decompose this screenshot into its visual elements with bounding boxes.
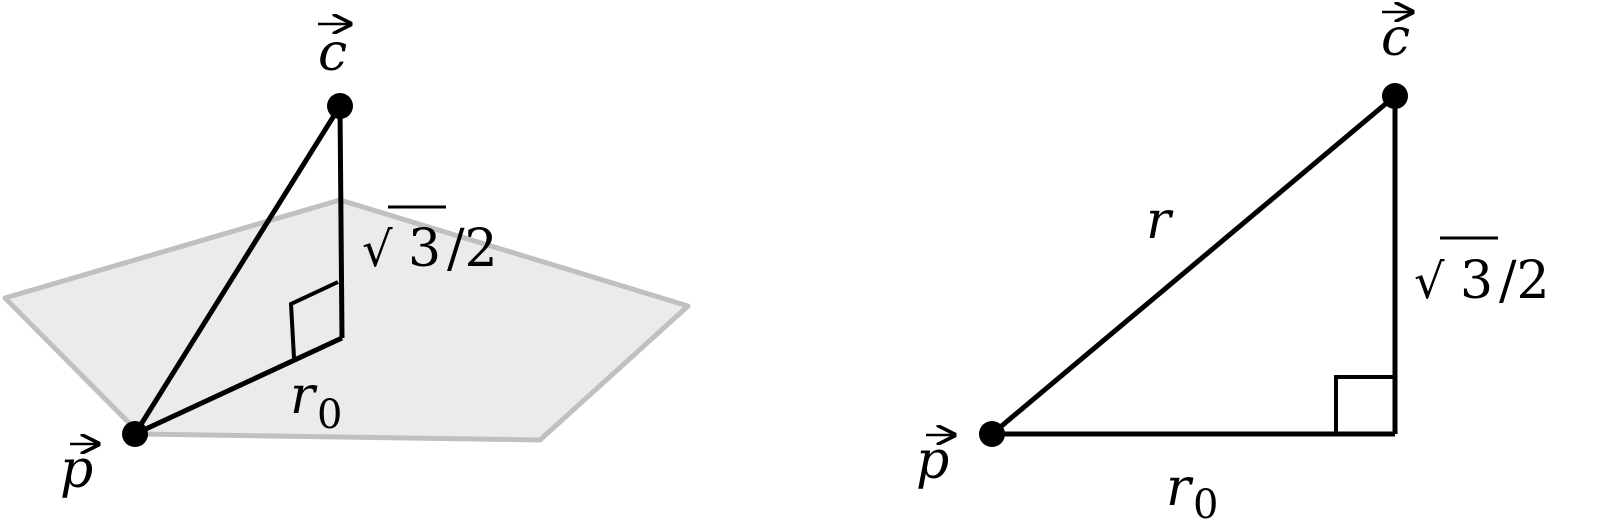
point-c-dot — [327, 93, 353, 119]
height-radicand: 3 — [1460, 251, 1493, 311]
hypotenuse-line — [990, 94, 1397, 436]
height-radical: √ — [1414, 254, 1445, 310]
height-rest: /2 — [447, 219, 498, 279]
base-symbol: r — [1166, 458, 1194, 518]
hypotenuse-label: r — [1146, 191, 1174, 251]
point-c-text: c — [1381, 8, 1410, 68]
height-rest: /2 — [1499, 251, 1550, 311]
height-radical: √ — [362, 222, 393, 278]
point-p-text: p — [916, 431, 949, 491]
height-radicand: 3 — [408, 219, 441, 279]
point-c-text: c — [318, 23, 347, 83]
base-subscript: 0 — [317, 392, 342, 438]
base-subscript: 0 — [1193, 482, 1218, 528]
base-label: r 0 — [290, 366, 342, 438]
right-angle-marker — [1334, 375, 1395, 434]
right-angle-marker — [288, 280, 339, 359]
point-p-label: p — [60, 440, 98, 500]
point-c-label: c — [1381, 8, 1412, 68]
point-c-label: c — [318, 23, 350, 83]
point-p-dot — [979, 421, 1005, 447]
point-p-label: p — [916, 431, 954, 491]
base-symbol: r — [290, 366, 318, 426]
point-c-dot — [1382, 83, 1408, 109]
plane — [2, 197, 691, 443]
height-label: √ 3 /2 — [362, 205, 498, 279]
left-diagram: c p √ 3 /2 r 0 — [2, 23, 691, 500]
hypotenuse-line — [132, 104, 343, 436]
point-p-dot — [122, 421, 148, 447]
height-label: √ 3 /2 — [1414, 236, 1550, 311]
right-diagram: c p r √ 3 /2 r 0 — [916, 8, 1550, 528]
point-p-text: p — [60, 440, 93, 500]
base-line — [133, 335, 344, 437]
height-line — [337, 105, 345, 339]
base-label: r 0 — [1166, 458, 1218, 528]
